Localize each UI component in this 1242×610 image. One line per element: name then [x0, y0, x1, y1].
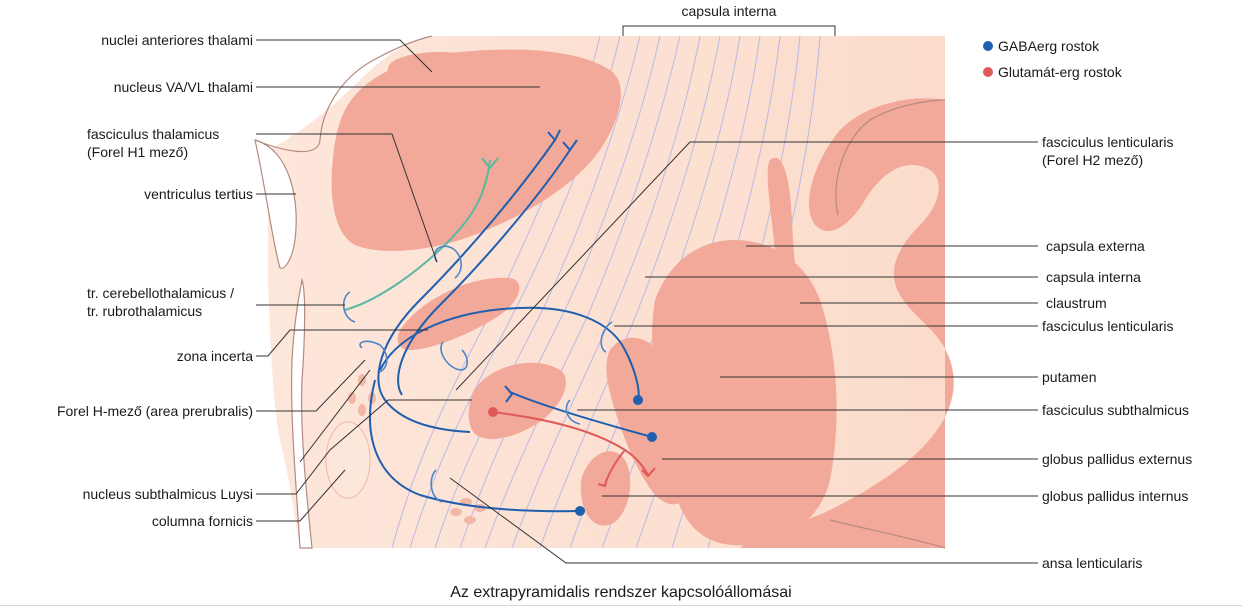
label-nucleus-subthalmicus: nucleus subthalmicus Luysi	[83, 486, 253, 502]
left-labels: nuclei anteriores thalami nucleus VA/VL …	[57, 32, 253, 529]
anatomical-structures	[325, 49, 954, 549]
right-labels: fasciculus lenticularis (Forel H2 mező) …	[1042, 134, 1192, 571]
fasciculus-thalamicus-path	[377, 139, 556, 433]
claustrum-shape	[767, 157, 813, 388]
label-nuclei-anteriores: nuclei anteriores thalami	[101, 32, 253, 48]
label-fasciculus-lenticularis-h2: fasciculus lenticularis	[1042, 134, 1174, 150]
glutamate-path	[492, 411, 649, 476]
legend: GABAerg rostok Glutamát-erg rostok	[983, 38, 1123, 80]
ventriculus-tertius-shape	[254, 139, 297, 269]
label-forel-h1: (Forel H1 mező)	[87, 144, 188, 160]
label-tr-rubrothalamicus: tr. rubrothalamicus	[87, 303, 202, 319]
label-forel-h2: (Forel H2 mező)	[1042, 152, 1143, 168]
label-nucleus-va-vl: nucleus VA/VL thalami	[114, 79, 253, 95]
label-capsula-interna: capsula interna	[1046, 269, 1141, 285]
figure-caption: Az extrapyramidalis rendszer kapcsolóáll…	[450, 584, 791, 601]
fasciculus-subthalmicus-path	[509, 391, 653, 438]
zona-incerta-shape	[397, 277, 520, 350]
label-ansa-lenticularis: ansa lenticularis	[1042, 555, 1142, 571]
label-fasciculus-thalamicus: fasciculus thalamicus	[87, 126, 219, 142]
label-tr-cerebellothalamicus: tr. cerebellothalamicus /	[87, 285, 234, 301]
label-capsula-externa: capsula externa	[1046, 238, 1145, 254]
leader-lines	[256, 25, 1038, 564]
nucleus-va-vl-shape	[331, 49, 621, 252]
footer-divider	[0, 605, 1242, 606]
ansa-lenticularis-path	[369, 379, 581, 513]
label-fasciculus-subthalmicus: fasciculus subthalmicus	[1042, 402, 1189, 418]
legend-glutamate-marker	[983, 67, 993, 77]
putamen-shape	[652, 240, 837, 546]
label-globus-pallidus-externus: globus pallidus externus	[1042, 451, 1192, 467]
label-putamen: putamen	[1042, 369, 1096, 385]
label-fasciculus-lenticularis: fasciculus lenticularis	[1042, 318, 1174, 334]
label-zona-incerta: zona incerta	[177, 348, 253, 364]
globus-pallidus-internus-shape	[580, 451, 631, 526]
label-ventriculus-tertius: ventriculus tertius	[144, 186, 253, 202]
label-columna-fornicis: columna fornicis	[152, 513, 253, 529]
label-globus-pallidus-internus: globus pallidus internus	[1042, 488, 1188, 504]
legend-gaba-marker	[983, 41, 993, 51]
label-forel-h-mezo: Forel H-mező (area prerubralis)	[57, 403, 253, 419]
label-capsula-interna-top: capsula interna	[682, 3, 777, 19]
cerebellothalamic-tract	[344, 159, 491, 311]
legend-glutamate-label: Glutamát-erg rostok	[998, 64, 1123, 80]
columna-fornicis-shape	[325, 421, 371, 499]
label-claustrum: claustrum	[1046, 295, 1107, 311]
cortex-shape	[740, 98, 954, 548]
legend-gaba-label: GABAerg rostok	[998, 38, 1100, 54]
